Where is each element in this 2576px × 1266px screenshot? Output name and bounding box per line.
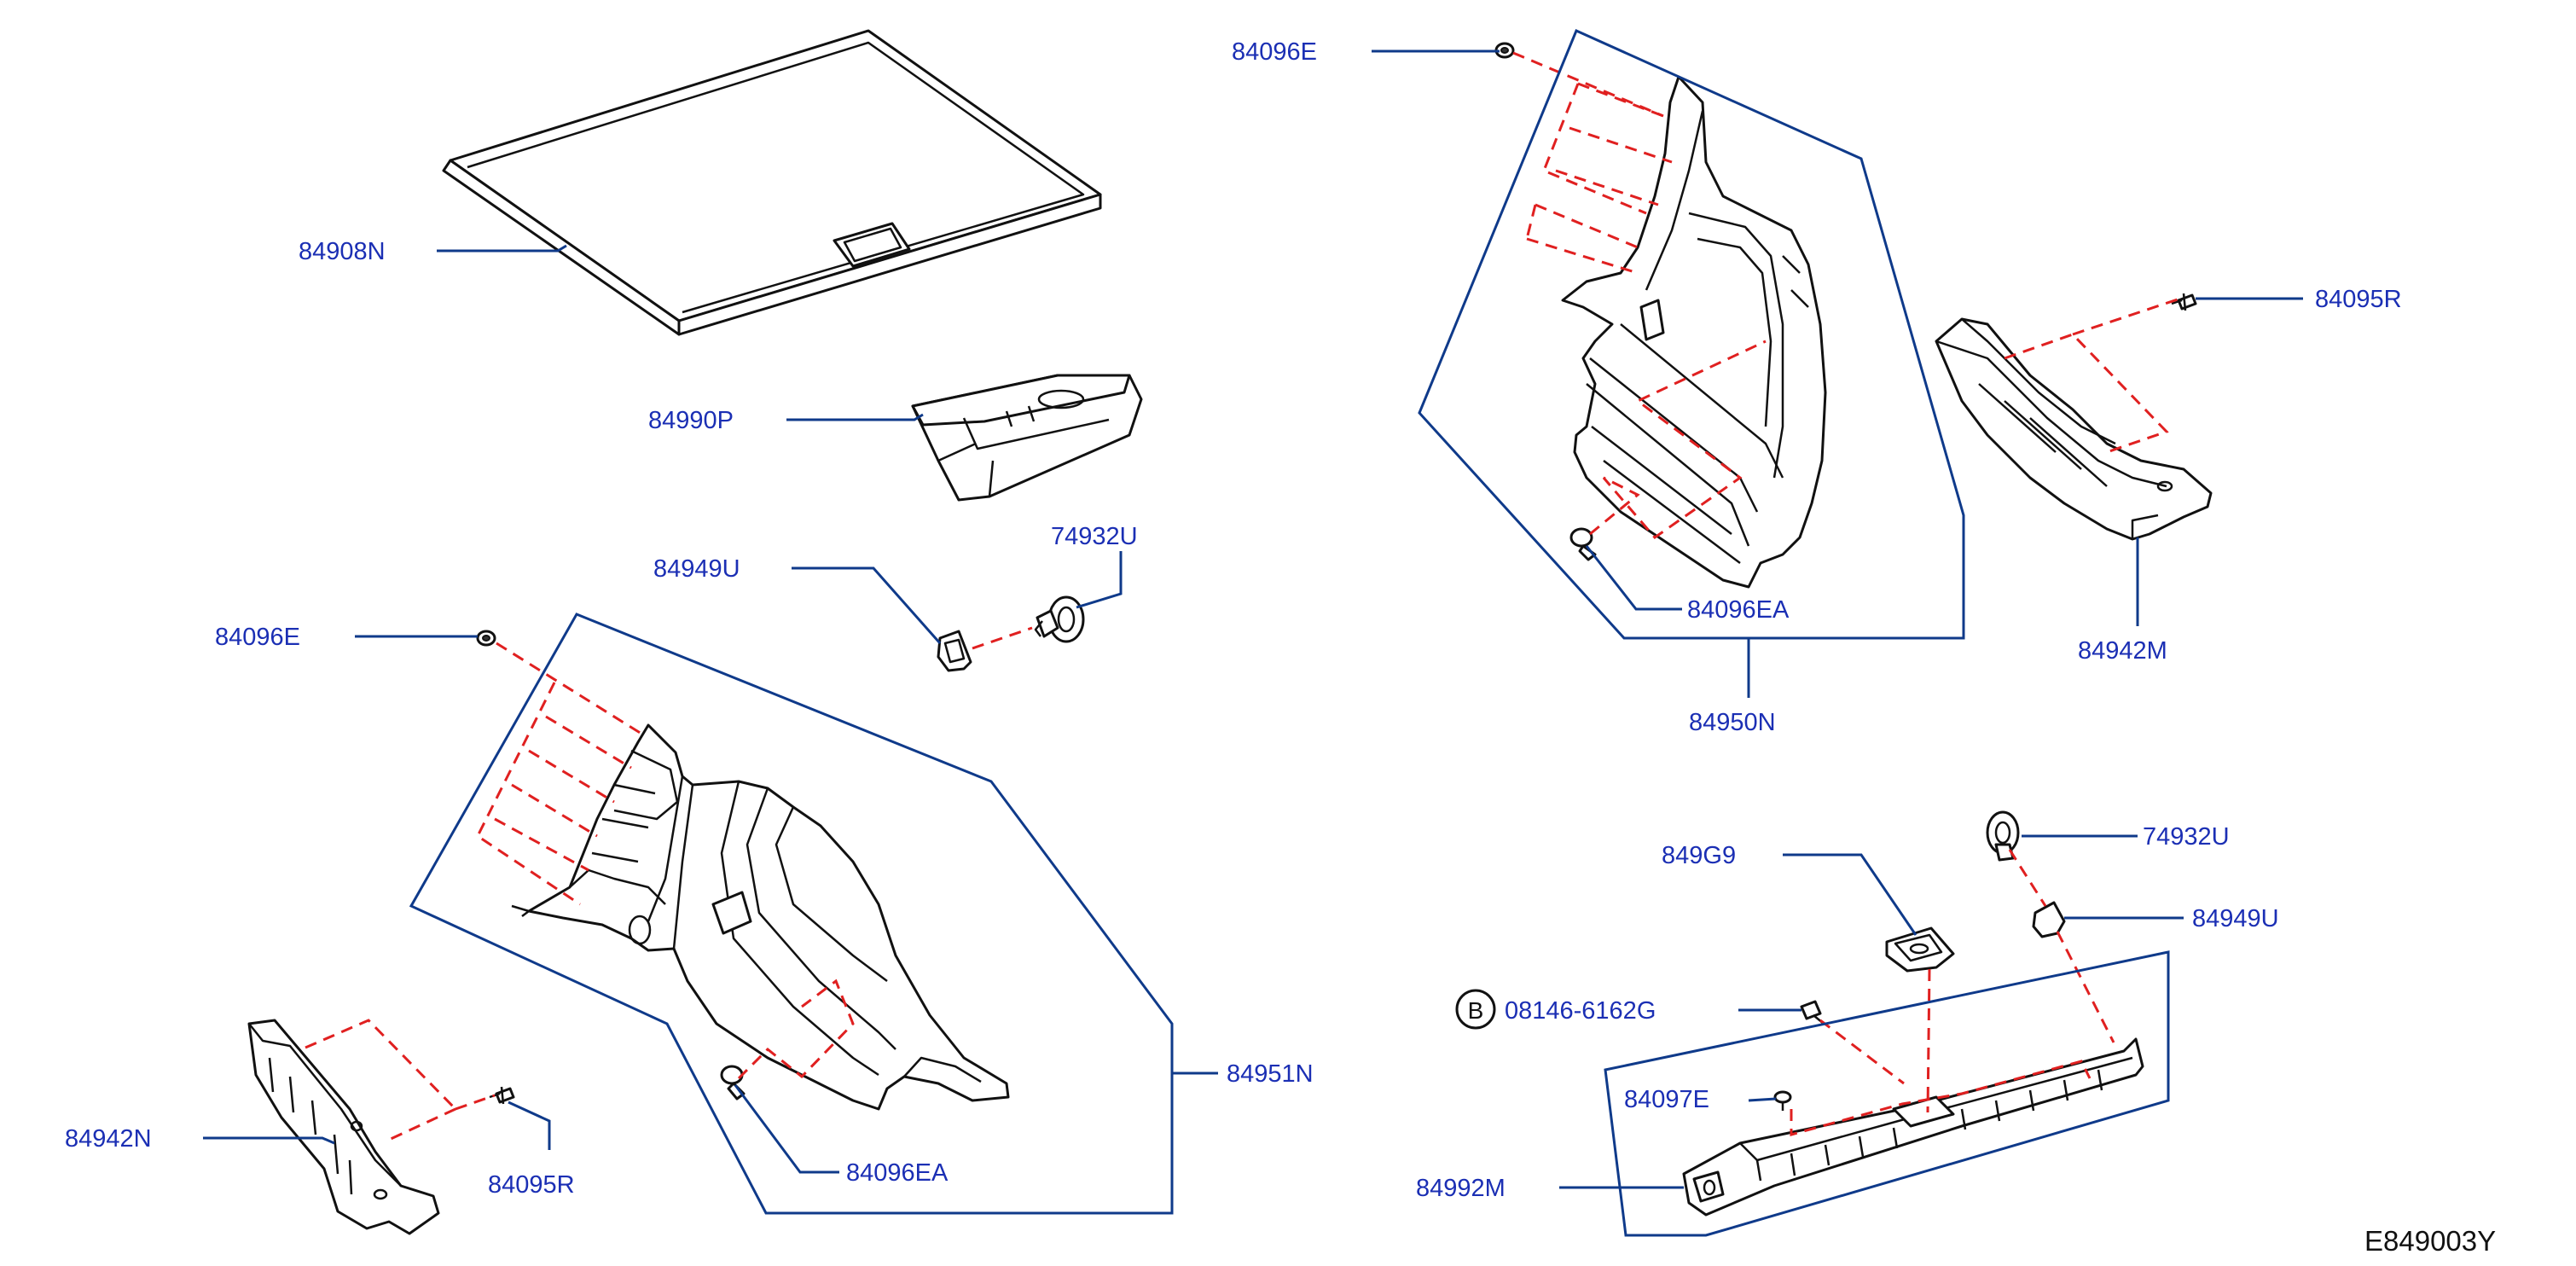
- assembly-dash-links: [305, 51, 2181, 1141]
- group-outline-84992M: [1604, 950, 2170, 1237]
- label-84908N: 84908N: [299, 238, 386, 265]
- label-84095R-right: 84095R: [2315, 286, 2402, 313]
- label-84950N: 84950N: [1689, 709, 1776, 736]
- callout-letter-b: B: [1468, 997, 1484, 1024]
- label-84951N: 84951N: [1227, 1060, 1314, 1088]
- callout-circle-b: [1455, 989, 1496, 1030]
- hook-74932U-part: [1034, 595, 1085, 643]
- bracket-849G9-part: [1885, 926, 1955, 973]
- label-84096EA-right: 84096EA: [1687, 596, 1790, 624]
- clip-84949U-lower-part: [2032, 901, 2066, 938]
- label-84942M: 84942M: [2078, 637, 2167, 665]
- hook-74932U-lower-part: [1986, 810, 2020, 862]
- clip-84949U-part: [937, 630, 972, 672]
- label-84949U-upper: 84949U: [653, 555, 740, 583]
- label-74932U-upper: 74932U: [1051, 523, 1138, 550]
- label-84990P: 84990P: [648, 407, 734, 434]
- left-trim-panel-part: [511, 723, 1010, 1111]
- storage-tray-part: [911, 374, 1143, 502]
- label-84942N: 84942N: [65, 1125, 152, 1153]
- left-bracket-84942N-part: [247, 1019, 440, 1235]
- label-08146-6162G: 08146-6162G: [1505, 997, 1656, 1025]
- fastener-84096E-left: [476, 630, 496, 647]
- label-84992M: 84992M: [1416, 1175, 1506, 1202]
- label-74932U-lower: 74932U: [2143, 823, 2230, 851]
- right-trim-panel-part: [1561, 75, 1827, 589]
- sill-plate-84992M-part: [1682, 1037, 2144, 1217]
- fastener-84095R-right: [2171, 293, 2197, 311]
- diagram-code: E849003Y: [2364, 1225, 2496, 1257]
- right-bracket-84942M-part: [1935, 317, 2213, 541]
- label-84949U-lower: 84949U: [2192, 905, 2279, 932]
- label-849G9: 849G9: [1662, 842, 1736, 869]
- label-84097E: 84097E: [1624, 1086, 1709, 1113]
- label-84096EA-left: 84096EA: [846, 1159, 949, 1187]
- group-outline-84950N: [1418, 28, 1965, 640]
- group-outline-84951N: [409, 613, 1174, 1215]
- leader-lines: [203, 49, 2303, 1189]
- label-84095R-left: 84095R: [488, 1171, 575, 1199]
- fastener-84097E: [1773, 1090, 1792, 1111]
- floor-board-part: [442, 29, 1102, 336]
- label-84096E-top: 84096E: [1232, 38, 1317, 66]
- label-84096E-left: 84096E: [215, 624, 300, 651]
